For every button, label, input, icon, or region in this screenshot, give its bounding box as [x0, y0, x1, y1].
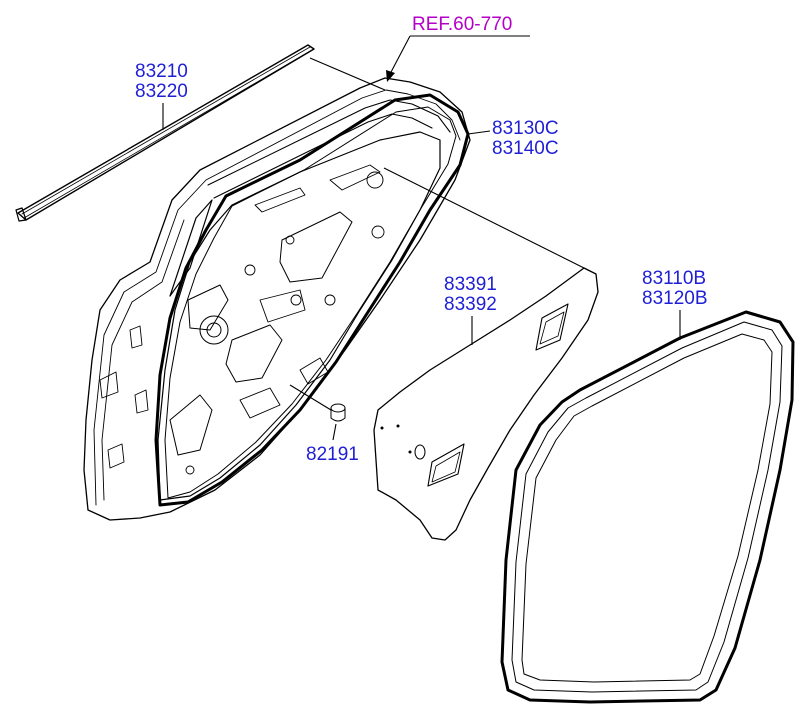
plug-part	[330, 403, 346, 422]
leader-83130C	[467, 130, 491, 135]
part-number-83120B: 83120B	[642, 288, 708, 309]
sealing-cover-part	[373, 267, 599, 541]
callout-83110B-83120B[interactable]: 83110B 83120B	[642, 268, 708, 340]
callout-83391-83392[interactable]: 83391 83392	[444, 274, 497, 345]
body-weatherstrip-part	[500, 310, 795, 704]
part-number-83140C: 83140C	[492, 138, 559, 159]
reference-text: REF.60-770	[412, 14, 512, 35]
part-number-83130C: 83130C	[492, 118, 559, 139]
part-number-83392: 83392	[444, 294, 497, 315]
reference-callout[interactable]: REF.60-770	[386, 14, 530, 82]
part-number-82191: 82191	[306, 444, 359, 465]
leader-door-to-cover	[383, 167, 585, 269]
part-number-83391: 83391	[444, 274, 497, 295]
callout-83210-83220[interactable]: 83210 83220	[135, 61, 188, 130]
leader-plug-to-door	[289, 384, 332, 411]
callout-83130C-83140C[interactable]: 83130C 83140C	[467, 118, 559, 159]
door-seal-part	[154, 93, 470, 507]
reference-leader	[389, 35, 411, 75]
part-number-83110B: 83110B	[642, 268, 706, 289]
leader-82191	[332, 423, 337, 441]
leader-weatherstrip-to-door	[309, 57, 386, 91]
part-number-83210: 83210	[135, 61, 188, 82]
part-number-83220: 83220	[135, 81, 188, 102]
reference-arrowhead	[386, 70, 395, 82]
outer-weatherstrip-part	[15, 44, 315, 222]
callout-82191[interactable]: 82191	[289, 384, 359, 465]
